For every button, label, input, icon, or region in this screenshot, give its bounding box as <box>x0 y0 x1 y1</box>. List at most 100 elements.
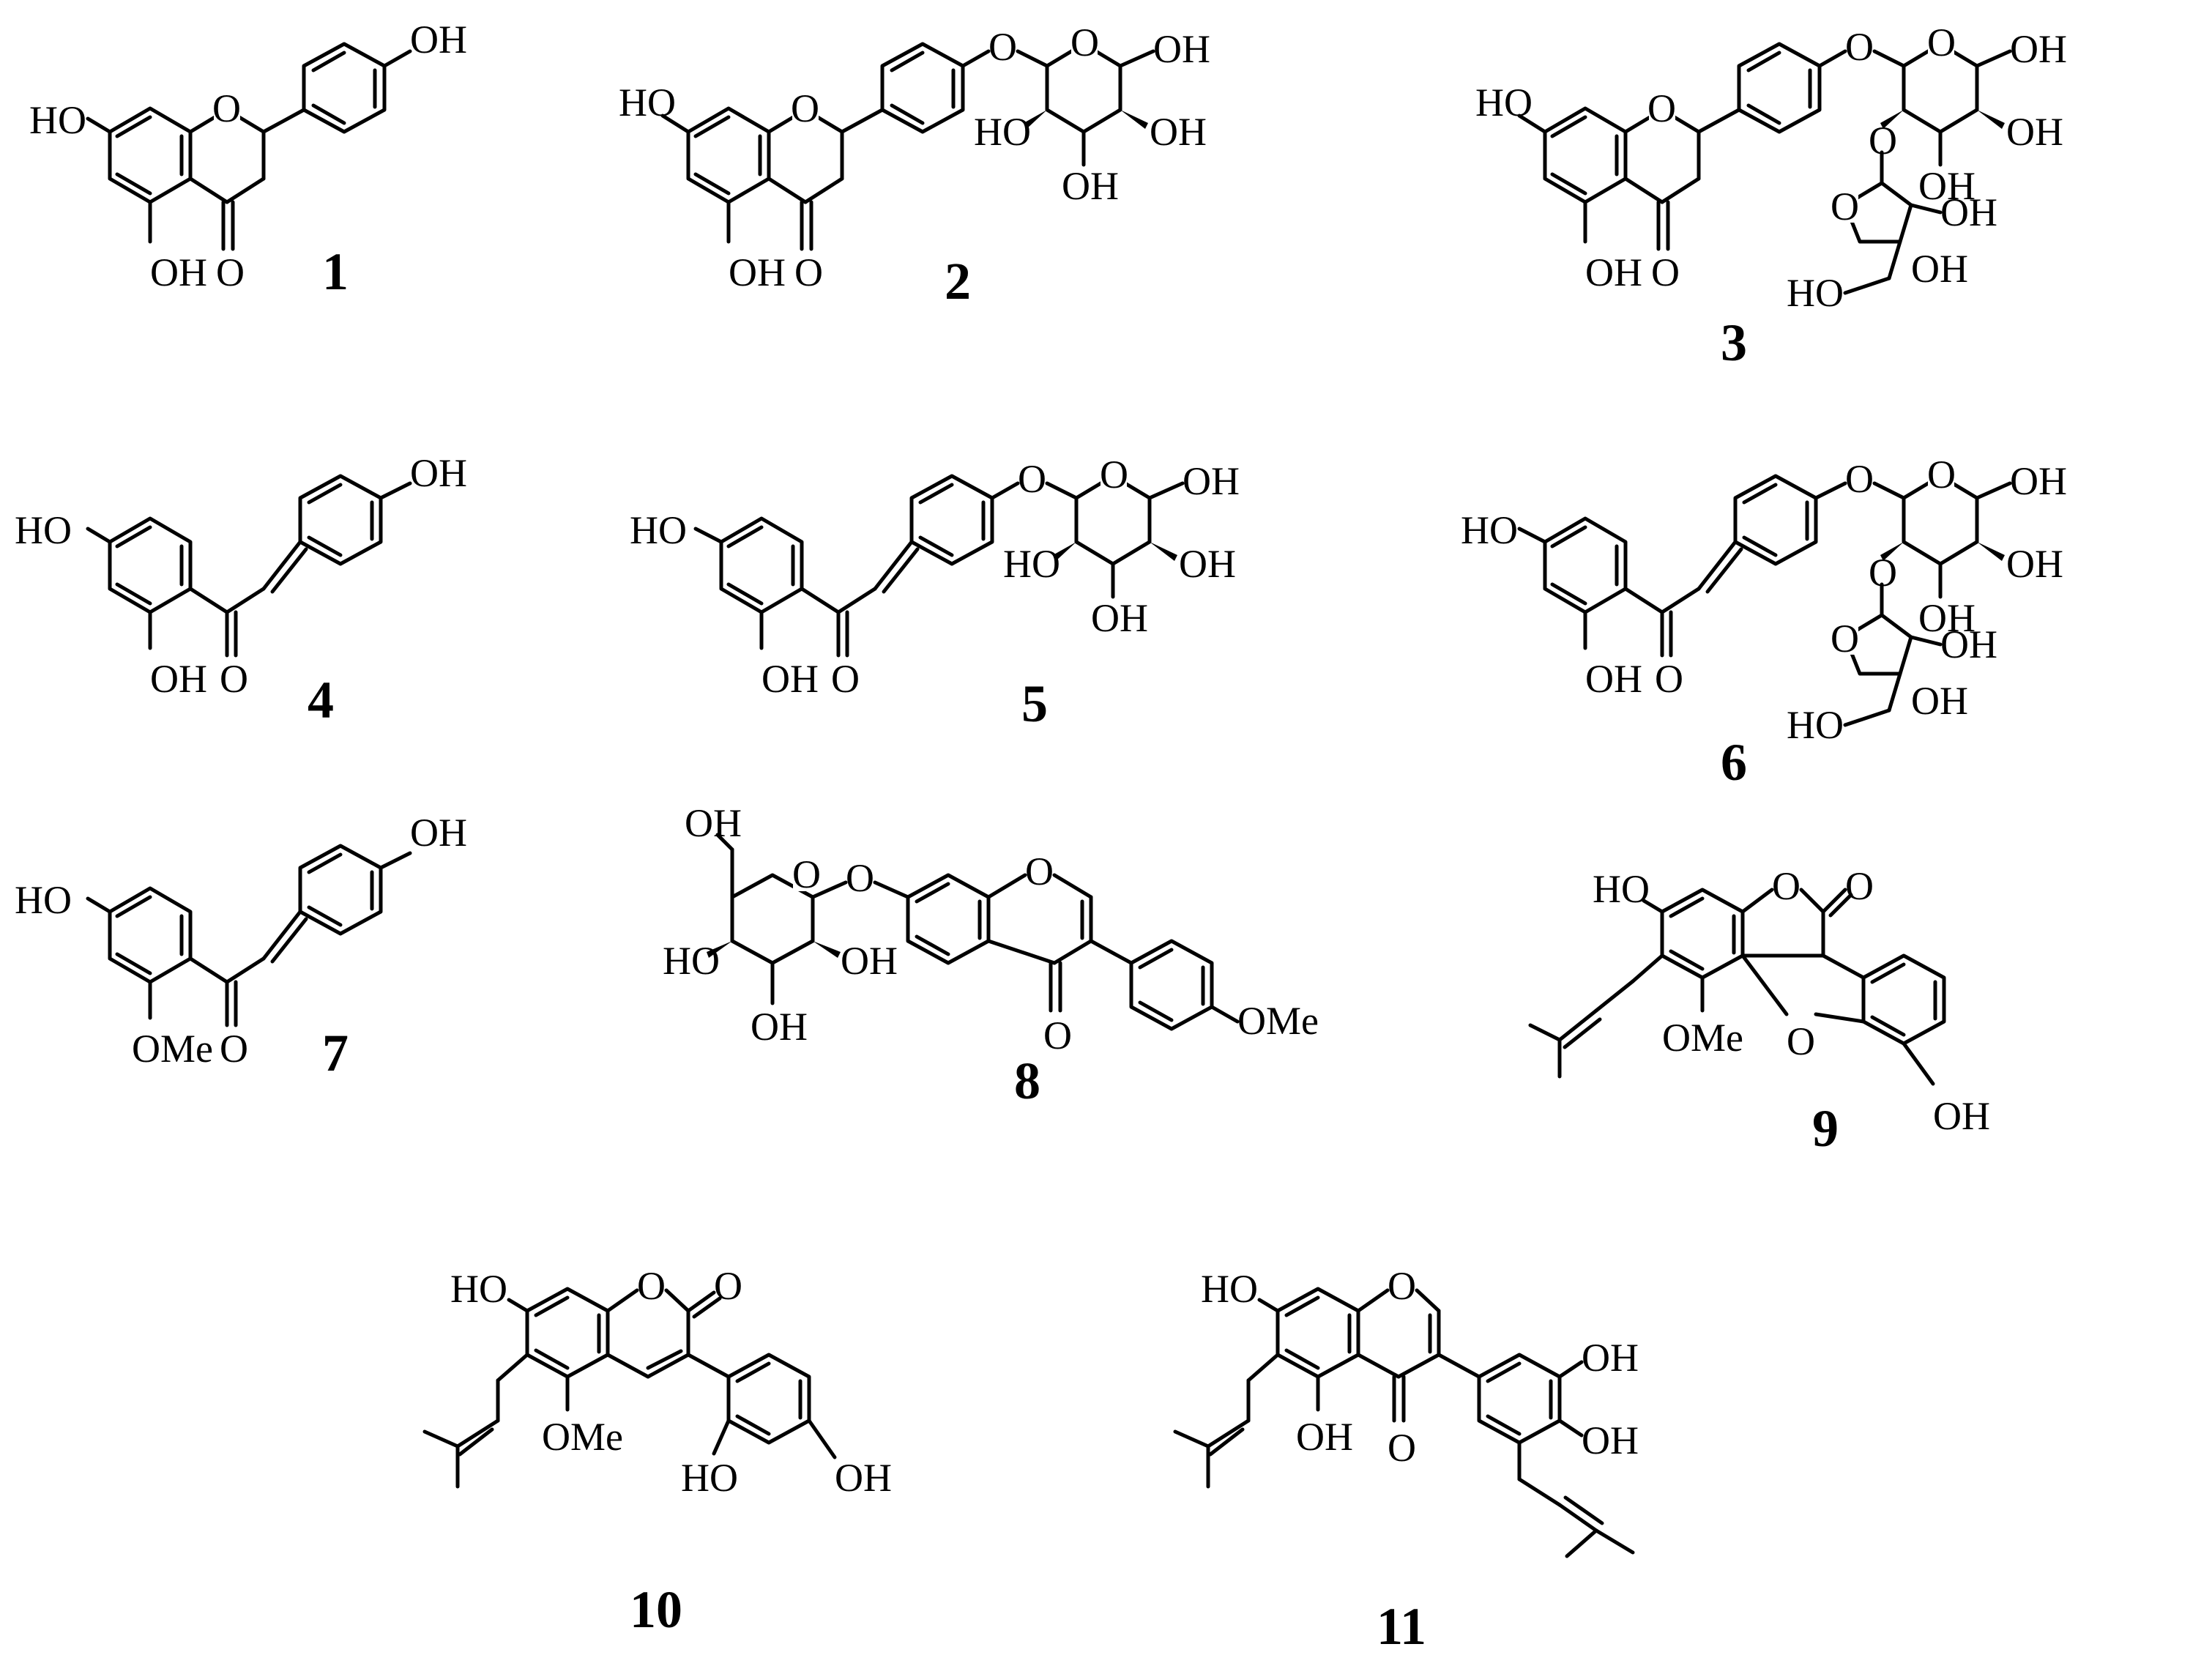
hydroxyl-label: OH <box>410 451 467 495</box>
hydroxyl-label: OH <box>751 1005 808 1049</box>
compound-6: O O OH HO O OH OH O OH OH HO OH O 6 <box>1461 453 2067 792</box>
ring-oxygen-label: O <box>1772 864 1800 908</box>
methoxy-label: OMe <box>542 1415 623 1459</box>
hydroxyl-label: HO <box>1201 1267 1258 1311</box>
carbonyl-oxygen-label: O <box>1655 657 1683 701</box>
hydroxyl-label: HO <box>450 1267 507 1311</box>
ring-oxygen-label: O <box>1388 1264 1416 1308</box>
hydroxyl-label: OH <box>761 657 819 701</box>
hydroxyl-label: OH <box>1585 250 1642 294</box>
hydroxyl-label: OH <box>841 939 898 983</box>
compound-number: 5 <box>1021 674 1048 733</box>
carbonyl-oxygen-label: O <box>831 657 860 701</box>
ring-oxygen-label: O <box>1647 86 1676 130</box>
glycosidic-oxygen-label: O <box>1845 25 1874 69</box>
hydroxyl-label: HO <box>1787 703 1844 747</box>
hydroxyl-label: HO <box>1593 867 1650 911</box>
hydroxyl-label: OH <box>729 250 786 294</box>
hydroxyl-label: OH <box>1296 1415 1353 1459</box>
compound-number: 8 <box>1014 1052 1040 1110</box>
hydroxyl-label: HO <box>974 110 1031 154</box>
methoxy-label: OMe <box>132 1027 213 1071</box>
hydroxyl-label: OH <box>1582 1336 1639 1380</box>
hydroxyl-label: HO <box>630 508 687 552</box>
carbonyl-oxygen-label: O <box>220 1027 248 1071</box>
carbonyl-oxygen-label: O <box>1043 1014 1072 1057</box>
hydroxyl-label: OH <box>150 657 207 701</box>
compound-number: 3 <box>1721 313 1747 372</box>
interglycosidic-oxygen-label: O <box>1869 551 1897 595</box>
glycosidic-oxygen-label: O <box>988 25 1017 69</box>
carbonyl-oxygen-label: O <box>216 250 245 294</box>
hydroxyl-label: HO <box>15 508 72 552</box>
ring-oxygen-label: O <box>212 86 241 130</box>
hydroxyl-label: HO <box>663 939 720 983</box>
hydroxyl-label: OH <box>1918 596 1975 640</box>
hydroxyl-label: OH <box>1062 164 1119 208</box>
hydroxyl-label: OH <box>2006 110 2063 154</box>
compound-5: O O OH HO HO OH OH OH O 5 <box>630 453 1240 733</box>
hydroxyl-label: HO <box>681 1456 738 1500</box>
ring-oxygen-label: O <box>1100 453 1128 496</box>
hydroxyl-label: HO <box>15 878 72 922</box>
compound-3: O O OH HO O O OH OH O OH OH HO OH O 3 <box>1475 21 2067 372</box>
carbonyl-oxygen-label: O <box>794 250 823 294</box>
hydroxyl-label: OH <box>1153 27 1210 71</box>
hydroxyl-label: HO <box>1003 542 1060 586</box>
glycosidic-oxygen-label: O <box>1845 457 1874 501</box>
furanose-oxygen-label: O <box>1831 185 1859 228</box>
hydroxyl-label: OH <box>1933 1094 1990 1138</box>
carbonyl-oxygen-label: O <box>1845 864 1874 908</box>
methoxy-label: OMe <box>1662 1016 1743 1060</box>
hydroxyl-label: HO <box>619 81 676 124</box>
compound-11: HO O OH OH OH O 11 <box>1173 1264 1639 1655</box>
compound-number: 7 <box>322 1024 349 1082</box>
compound-number: 11 <box>1377 1597 1426 1655</box>
hydroxyl-label: OH <box>1150 110 1207 154</box>
carbonyl-oxygen-label: O <box>714 1264 742 1308</box>
compound-2: O O OH HO O HO OH OH OH O 2 <box>619 21 1210 310</box>
hydroxyl-label: OH <box>835 1456 892 1500</box>
compound-number: 6 <box>1721 733 1747 792</box>
ring-oxygen-label: O <box>1025 849 1054 893</box>
compound-number: 10 <box>630 1580 682 1639</box>
interglycosidic-oxygen-label: O <box>1869 119 1897 163</box>
compound-1: O OH HO OH O 1 <box>29 18 467 301</box>
glycosidic-oxygen-label: O <box>1018 457 1046 501</box>
hydroxyl-label: OH <box>1911 247 1968 291</box>
compound-7: OH HO OMe O 7 <box>15 811 467 1082</box>
hydroxyl-label: HO <box>29 98 86 142</box>
hydroxyl-label: OH <box>410 18 467 62</box>
ring-oxygen-label: O <box>1070 21 1099 64</box>
hydroxyl-label: OH <box>1911 679 1968 723</box>
hydroxyl-label: OH <box>410 811 467 855</box>
ring-oxygen-label: O <box>637 1264 666 1308</box>
compound-number: 2 <box>945 252 971 310</box>
hydroxyl-label: OH <box>1940 190 1997 234</box>
ring-oxygen-label: O <box>791 86 819 130</box>
carbonyl-oxygen-label: O <box>1651 250 1680 294</box>
ring-oxygen-label: O <box>792 852 821 896</box>
methoxy-label: OMe <box>1237 999 1319 1043</box>
carbonyl-oxygen-label: O <box>1388 1426 1416 1470</box>
compound-4: OH HO OH O 4 <box>15 451 467 729</box>
compound-number: 1 <box>322 242 349 301</box>
hydroxyl-label: OH <box>150 250 207 294</box>
hydroxyl-label: OH <box>685 801 742 845</box>
hydroxyl-label: OH <box>2006 542 2063 586</box>
hydroxyl-label: OH <box>1091 596 1148 640</box>
hydroxyl-label: OH <box>1179 542 1236 586</box>
ring-oxygen-label: O <box>1927 21 1956 64</box>
compound-number: 4 <box>308 671 334 729</box>
hydroxyl-label: OH <box>1183 459 1240 503</box>
hydroxyl-label: OH <box>1918 164 1975 208</box>
hydroxyl-label: HO <box>1787 271 1844 315</box>
furan-oxygen-label: O <box>1787 1019 1815 1063</box>
glycosidic-oxygen-label: O <box>846 856 874 900</box>
hydroxyl-label: OH <box>2010 459 2067 503</box>
hydroxyl-label: OH <box>1582 1418 1639 1462</box>
furanose-oxygen-label: O <box>1831 617 1859 661</box>
hydroxyl-label: OH <box>1585 657 1642 701</box>
hydroxyl-label: HO <box>1461 508 1518 552</box>
